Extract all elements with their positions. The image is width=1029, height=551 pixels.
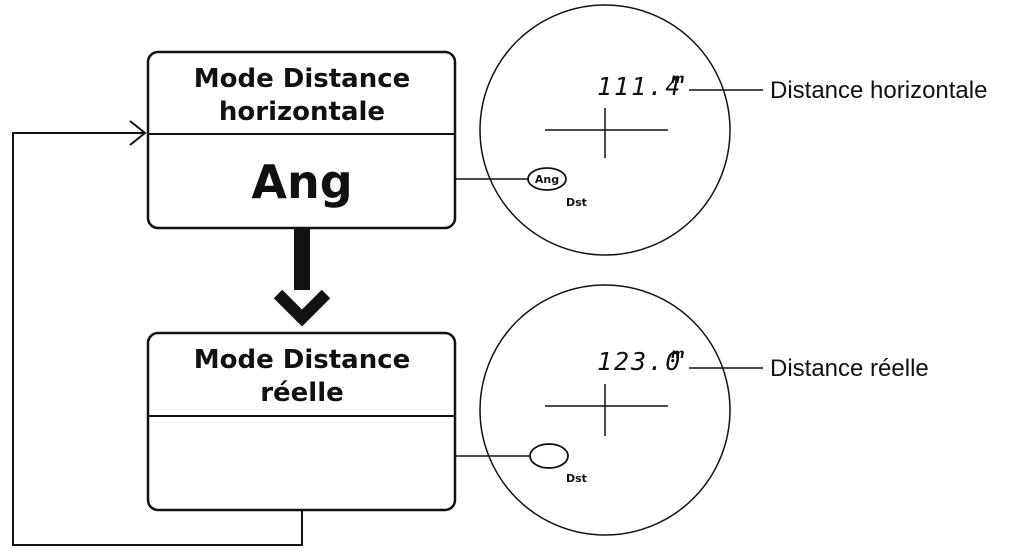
mode-horizontal-box: Mode Distance horizontale Ang	[146, 50, 457, 230]
ang-indicator-icon	[527, 167, 567, 191]
callout-real-distance: Distance réelle	[770, 355, 929, 382]
display-horizontal: 111.4 m Ang Dst Distance horizontale	[455, 4, 987, 256]
empty-indicator-icon	[529, 443, 569, 469]
mode-horizontal-title-line1: Mode Distance	[194, 64, 411, 94]
mode-real-title-line1: Mode Distance	[194, 345, 411, 375]
down-arrow-icon	[273, 228, 331, 327]
distance-unit: m	[671, 72, 685, 87]
crosshair-icon	[545, 108, 668, 158]
display-real: 123.0 m Dst Distance réelle	[455, 284, 929, 536]
mode-real-box: Mode Distance réelle	[146, 331, 457, 512]
crosshair-icon	[545, 384, 668, 436]
loop-back-arrowhead	[129, 120, 147, 146]
distance-unit: m	[671, 347, 685, 362]
dst-indicator-label: Dst	[566, 196, 587, 209]
mode-real-title-line2: réelle	[260, 378, 344, 408]
ang-button-label: Ang	[251, 155, 352, 209]
loop-back-line	[12, 132, 303, 546]
mode-horizontal-title-line2: horizontale	[219, 97, 385, 127]
callout-horizontal-distance: Distance horizontale	[770, 77, 987, 104]
distance-reading: 111.4	[597, 72, 682, 101]
distance-reading: 123.0	[597, 347, 682, 376]
ang-indicator-label: Ang	[535, 173, 559, 186]
dst-indicator-label: Dst	[566, 472, 587, 485]
